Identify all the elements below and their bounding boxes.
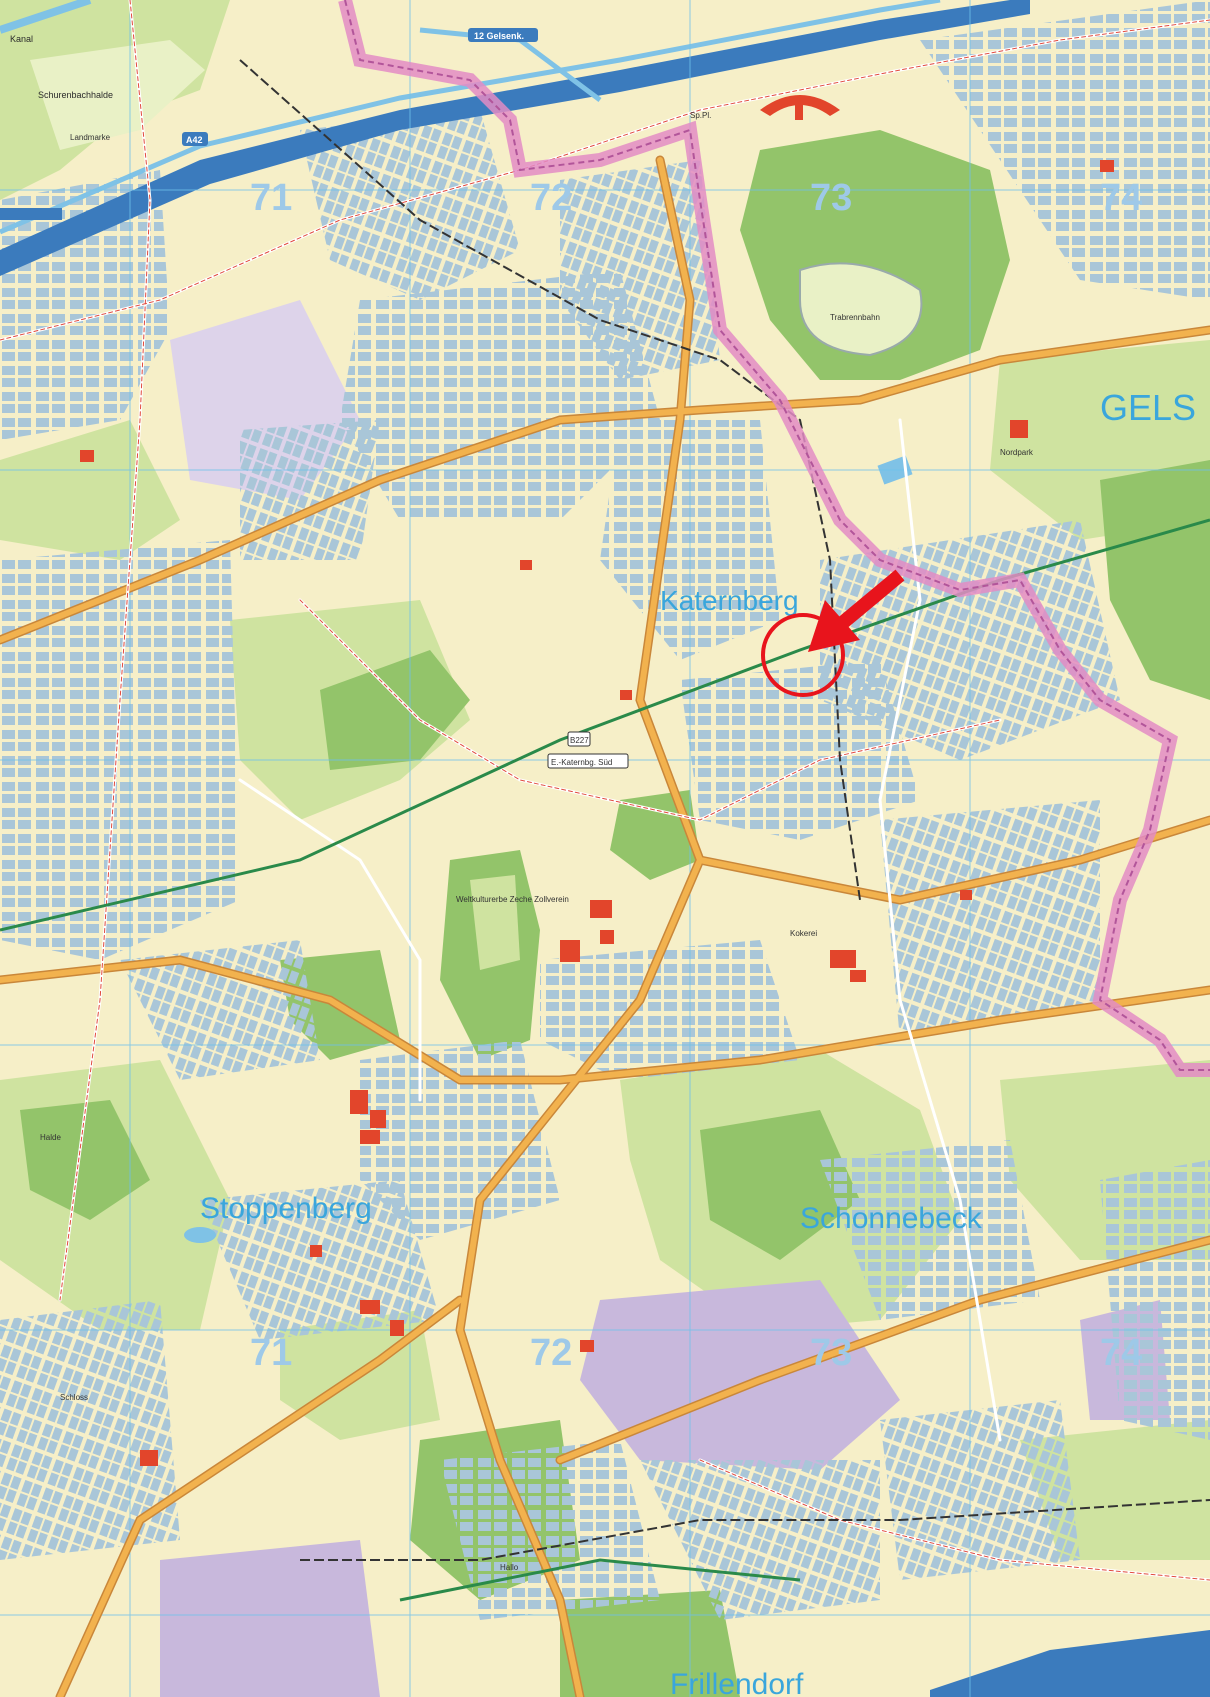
place-label-gels: GELS xyxy=(1100,387,1196,428)
railways xyxy=(0,59,1210,1602)
label-schloss: Schloss xyxy=(60,1393,88,1402)
shield-a42: A42 xyxy=(186,135,203,145)
label-halde: Halde xyxy=(40,1133,61,1142)
label-landmarke: Landmarke xyxy=(70,133,111,142)
shield-exit: 12 Gelsenk. xyxy=(474,31,524,41)
station-label: E.-Katernbg. Süd xyxy=(551,758,612,767)
location-marker xyxy=(761,569,905,697)
arrow-icon xyxy=(808,569,905,652)
label-kanal: Kanal xyxy=(10,34,33,44)
label-schurenbachhalde: Schurenbachhalde xyxy=(38,90,113,100)
place-label-frillendorf: Frillendorf xyxy=(670,1668,804,1697)
label-traberbahn: Trabrennbahn xyxy=(830,313,880,322)
label-nordpark: Nordpark xyxy=(1000,448,1034,457)
label-zollverein: Weltkulturerbe Zeche Zollverein xyxy=(456,895,569,904)
grid-number-74-top: 74 xyxy=(1100,177,1142,219)
grid-number-71-top: 71 xyxy=(250,177,292,219)
grid-number-72-bottom: 72 xyxy=(530,1332,572,1374)
place-label-katernberg: Katernberg xyxy=(660,585,799,616)
label-kokerei: Kokerei xyxy=(790,929,817,938)
place-labels: Katernberg Stoppenberg Schonnebeck Frill… xyxy=(200,387,1196,1697)
city-boundary xyxy=(338,0,1210,1077)
landmark-buildings xyxy=(80,95,1114,1466)
marker-circle xyxy=(761,613,845,697)
grid-number-71-bottom: 71 xyxy=(250,1332,292,1374)
label-hallo: Hallo xyxy=(500,1563,519,1572)
grid-number-72-top: 72 xyxy=(530,177,572,219)
grid-number-73-bottom: 73 xyxy=(810,1332,852,1374)
place-label-schonnebeck: Schonnebeck xyxy=(800,1202,983,1235)
grid-number-73-top: 73 xyxy=(810,177,852,219)
place-label-stoppenberg: Stoppenberg xyxy=(200,1192,372,1225)
grid-number-74-bottom: 74 xyxy=(1100,1332,1142,1374)
highway-shields: A42 12 Gelsenk. B227 E.-Katernbg. Süd xyxy=(0,28,629,769)
shield-b227: B227 xyxy=(570,736,589,745)
grid-numbers: 71 72 73 74 71 72 73 74 xyxy=(250,177,1142,1374)
label-sportplatz: Sp.Pl. xyxy=(690,111,711,120)
small-labels: Schurenbachhalde Kanal Landmarke Trabren… xyxy=(10,34,1034,1572)
